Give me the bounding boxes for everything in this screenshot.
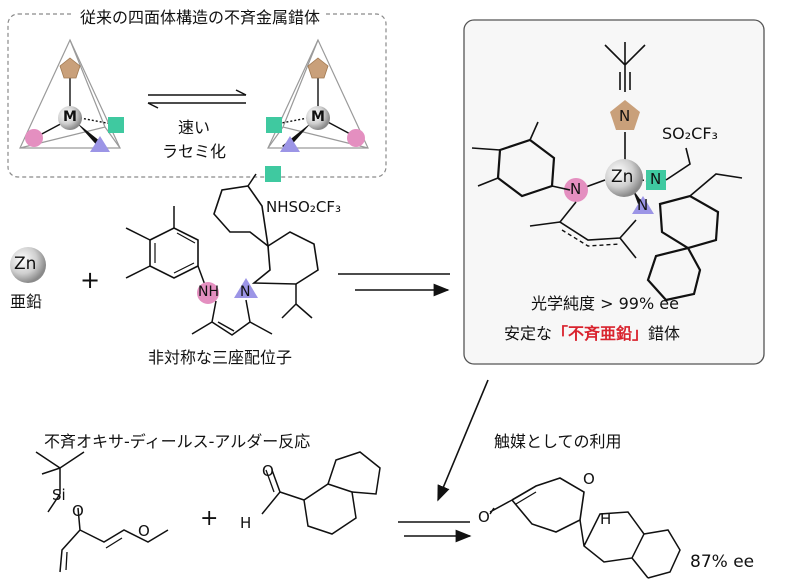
aldehyde-o-label: O <box>262 462 274 480</box>
optical-purity: 光学純度 > 99% ee <box>531 294 679 313</box>
metal-label-right: M <box>311 109 325 125</box>
product-h-label: H <box>600 510 612 528</box>
pentagon-marker <box>59 57 81 79</box>
complex-zn-label: Zn <box>611 167 634 187</box>
catalyst-use-label: 触媒としての利用 <box>494 432 622 451</box>
diene-structure <box>35 451 169 573</box>
dihydropyranone-product-structure <box>489 477 681 579</box>
complex-caption: 安定な「不斉亜鉛」錯体 <box>504 320 680 344</box>
violet-triangle-marker <box>280 136 300 152</box>
zn-symbol: Zn <box>14 254 37 274</box>
pink-circle-marker <box>25 129 43 147</box>
caption-suffix: 錯体 <box>648 324 681 343</box>
pink-circle-marker <box>197 282 219 304</box>
pentagon-marker <box>610 100 640 130</box>
tridentate-ligand-structure <box>125 166 319 336</box>
complex-so2cf3: SO₂CF₃ <box>662 124 718 143</box>
conventional-complex-panel <box>7 5 387 178</box>
teal-square-marker <box>265 166 281 182</box>
aldehyde-h-label: H <box>240 514 252 532</box>
equilibrium-arrows <box>147 89 247 109</box>
tetrahedron-left <box>19 38 124 152</box>
product-ee: 87% ee <box>690 552 755 572</box>
diene-ome-label: O <box>138 522 150 540</box>
complex-n-teal: N <box>650 170 662 188</box>
caption-highlight: 「不斉亜鉛」 <box>552 324 649 343</box>
synthesis-arrow <box>338 273 450 297</box>
violet-triangle-marker <box>234 278 258 298</box>
conventional-panel-title: 従来の四面体構造の不斉金属錯体 <box>80 8 321 27</box>
metal-sphere <box>58 106 82 130</box>
ligand-caption: 非対称な三座配位子 <box>148 348 293 367</box>
diene-o-label: O <box>72 502 84 520</box>
complex-n-violet: N <box>637 196 649 214</box>
fast-label: 速い <box>178 118 211 137</box>
catalyst-arrow <box>437 379 489 502</box>
metal-sphere <box>306 106 330 130</box>
violet-triangle-marker <box>90 136 110 152</box>
complex-n-pink: N <box>570 180 582 198</box>
teal-square-marker <box>266 117 282 133</box>
teal-square-marker <box>646 170 666 190</box>
product-ketone-o-label: O <box>478 508 490 526</box>
complex-n-pentagon: N <box>619 107 631 125</box>
ligand-nh: NH <box>198 284 219 300</box>
metal-label-left: M <box>63 109 77 125</box>
reaction-title: 不斉オキサ-ディールス-アルダー反応 <box>44 432 311 451</box>
zn-name: 亜鉛 <box>10 292 43 311</box>
plus-sign-top: + <box>80 266 101 294</box>
racemization-label: ラセミ化 <box>162 142 227 161</box>
ligand-nhso2cf3: NHSO₂CF₃ <box>266 198 341 216</box>
plus-sign-bottom: + <box>200 506 219 531</box>
caption-prefix: 安定な <box>504 324 553 343</box>
violet-triangle-marker <box>632 196 654 214</box>
chiral-zinc-complex-panel <box>463 19 765 365</box>
ligand-n: N <box>240 284 251 300</box>
zinc-sphere <box>605 159 643 197</box>
product-arrow <box>398 521 472 543</box>
tetrahedron-right <box>266 38 369 152</box>
pink-circle-marker <box>564 178 588 202</box>
product-ring-o-label: O <box>583 470 595 488</box>
zinc-reagent-sphere <box>10 247 46 283</box>
pink-circle-marker <box>347 129 365 147</box>
teal-square-marker <box>108 117 124 133</box>
pentagon-marker <box>307 57 329 79</box>
naphthaldehyde-structure <box>261 451 381 535</box>
si-label: Si <box>52 486 66 504</box>
